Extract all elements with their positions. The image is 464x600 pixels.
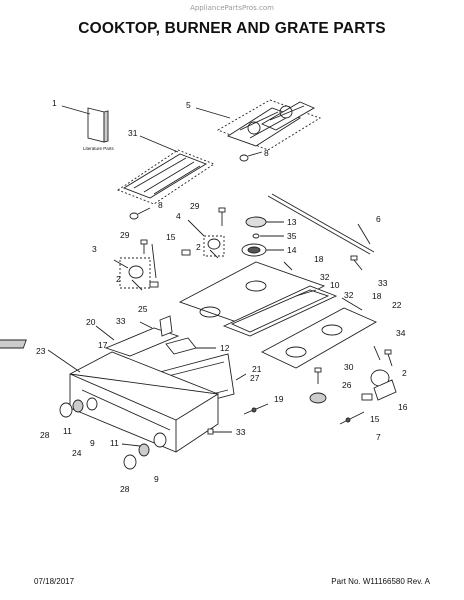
site-watermark: AppliancePartsPros.com: [190, 4, 274, 12]
callout-23: 23: [36, 346, 46, 356]
callout-12: 12: [220, 343, 230, 353]
callout-1: 1: [52, 98, 57, 108]
callout-34: 34: [396, 328, 406, 338]
callout-8-griddle: 8: [158, 200, 163, 210]
knob-set-left: [59, 397, 98, 418]
callout-18-lower: 18: [372, 291, 382, 301]
grate-foot-top: [239, 151, 263, 162]
griddle-grate: [117, 135, 215, 220]
igniter-parts: [207, 373, 365, 435]
callout-13: 13: [287, 217, 297, 227]
burner-cap-assembly: [241, 216, 284, 257]
callout-18-upper: 18: [314, 254, 324, 264]
callout-29-upper: 29: [190, 201, 200, 211]
callout-11-bottom: 11: [110, 438, 119, 448]
knob-set-bottom: [121, 432, 167, 470]
callout-31: 31: [128, 128, 138, 138]
callout-19: 19: [274, 394, 284, 404]
literature-booklet: [61, 105, 109, 143]
callout-6: 6: [376, 214, 381, 224]
burner-tray-lower: [260, 297, 377, 369]
callout-8-top: 8: [264, 148, 269, 158]
callout-22: 22: [392, 300, 402, 310]
callout-16: 16: [398, 402, 408, 412]
callout-4: 4: [176, 211, 181, 221]
literature-label: Literature Parts: [83, 146, 115, 151]
control-board: [0, 315, 216, 357]
burner-valve-upper: [181, 207, 226, 259]
callout-2-upper: 2: [196, 242, 201, 252]
callout-33-lower: 33: [236, 427, 246, 437]
callout-15-right: 15: [370, 414, 380, 424]
callout-32-lower: 32: [344, 290, 354, 300]
callout-29-left: 29: [120, 230, 130, 240]
spill-tray-middle: [222, 285, 338, 337]
callout-7: 7: [376, 432, 381, 442]
callout-2-right: 2: [402, 368, 407, 378]
callout-2-left: 2: [116, 274, 121, 284]
callout-14: 14: [287, 245, 297, 255]
callout-27: 27: [250, 373, 260, 383]
callout-33-right: 33: [378, 278, 388, 288]
page-title: COOKTOP, BURNER AND GRATE PARTS: [78, 20, 386, 37]
callout-28-left: 28: [40, 430, 50, 440]
callout-20: 20: [86, 317, 96, 327]
callout-25: 25: [138, 304, 148, 314]
footer-part-number: Part No. W11166580 Rev. A: [331, 577, 430, 586]
callout-11-left: 11: [63, 426, 72, 436]
callout-26: 26: [342, 380, 352, 390]
callout-labels: 1 5 31 8 8 6 13 35 14 4 29 2 29 3 15 2 1…: [36, 98, 408, 494]
callout-32-upper: 32: [320, 272, 330, 282]
callout-24: 24: [72, 448, 82, 458]
callout-33-panel: 33: [116, 316, 126, 326]
callout-17: 17: [98, 340, 108, 350]
callout-28-bottom: 28: [120, 484, 130, 494]
callout-3: 3: [92, 244, 97, 254]
callout-21: 21: [252, 364, 262, 374]
burner-valve-left: [113, 239, 159, 291]
callout-30: 30: [344, 362, 354, 372]
callout-15-upper: 15: [166, 232, 176, 242]
callout-10: 10: [330, 280, 340, 290]
screw-right-upper: [350, 255, 363, 271]
burner-tray-upper: [178, 261, 326, 327]
callout-35: 35: [287, 231, 297, 241]
trim-strip: [267, 193, 375, 255]
burner-valve-right: [309, 345, 397, 404]
top-grates: [195, 99, 322, 151]
callout-9-left: 9: [90, 438, 95, 448]
footer-date: 07/18/2017: [34, 577, 75, 586]
callout-9-bottom: 9: [154, 474, 159, 484]
callout-5: 5: [186, 100, 191, 110]
